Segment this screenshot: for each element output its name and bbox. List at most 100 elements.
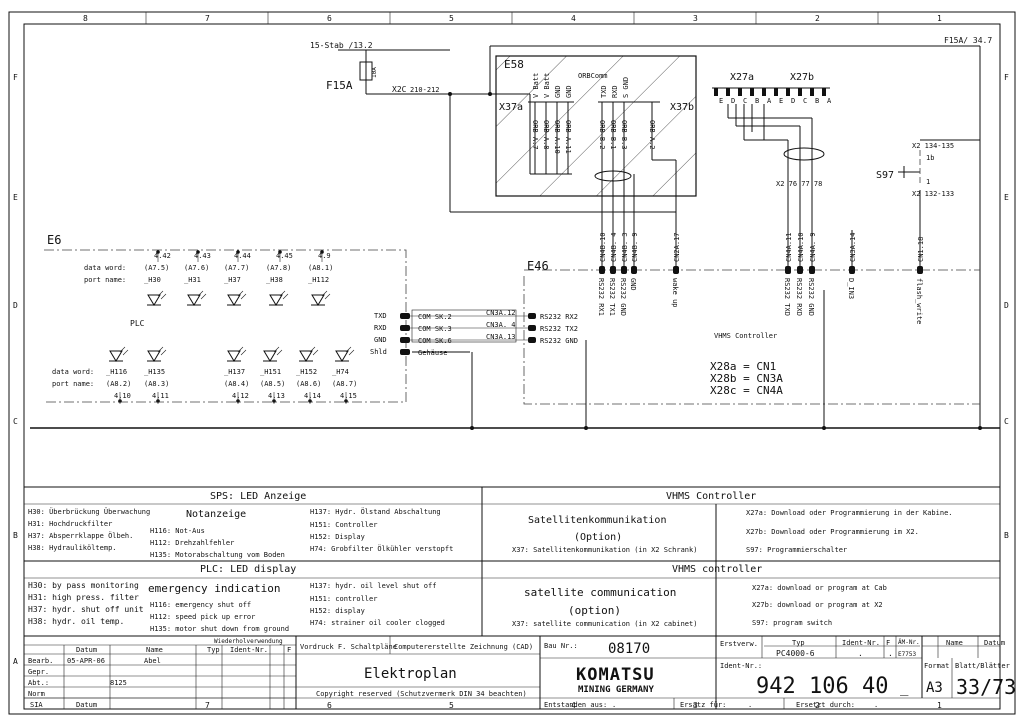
- svg-text:Entstanden aus:: Entstanden aus:: [544, 701, 607, 709]
- data-word: (A7.5): [144, 264, 169, 272]
- svg-text:Computererstellte Zeichnung (C: Computererstellte Zeichnung (CAD): [394, 643, 533, 651]
- svg-text:S GND: S GND: [622, 77, 630, 98]
- port-name: _H137: [224, 368, 245, 376]
- row-markers: F E D C B A F E D C B: [13, 73, 1009, 666]
- data-word-label: data word:: [84, 264, 126, 272]
- svg-text:A: A: [767, 97, 772, 105]
- svg-text:Abt.:: Abt.:: [28, 679, 49, 687]
- column-markers-bottom: 7 6 5 4 3 2 1: [205, 701, 942, 710]
- svg-text:CN2A.17: CN2A.17: [673, 232, 681, 262]
- rs232-pin: RS232 TX2: [528, 325, 578, 333]
- svg-text:H137: hydr. oil level shut off: H137: hydr. oil level shut off: [310, 582, 436, 590]
- data-word: (A8.7): [332, 380, 357, 388]
- svg-text:H38: Hydrauliköltemp.: H38: Hydrauliköltemp.: [28, 544, 117, 552]
- col-label: 7: [205, 14, 210, 23]
- x27-pin: [810, 88, 814, 96]
- column-markers-top: 8 7 6 5 4 3 2 1: [83, 12, 942, 24]
- led-icon: [147, 350, 161, 362]
- svg-text:CN3A.13: CN3A.13: [486, 333, 516, 341]
- x27-pin: [762, 88, 766, 96]
- svg-text:6: 6: [327, 701, 332, 710]
- svg-text:Bau Nr.:: Bau Nr.:: [544, 642, 578, 650]
- svg-text:H152: Display: H152: Display: [310, 533, 365, 541]
- led-ref: 4.10: [114, 392, 131, 400]
- x37a-pins: V Batt V Batt GND GND ORB-A.7 ORB-A.8 OR…: [528, 73, 574, 175]
- svg-text:Ersatz für:: Ersatz für:: [680, 701, 726, 709]
- svg-text:S97: program switch: S97: program switch: [752, 619, 832, 627]
- svg-text:7: 7: [205, 701, 210, 710]
- svg-text:Datum: Datum: [76, 646, 97, 654]
- x2-132-label: X2 132-133: [912, 190, 954, 198]
- svg-text:F: F: [287, 646, 291, 654]
- led-ref: 4.14: [304, 392, 321, 400]
- svg-text:RS232 RX1: RS232 RX1: [597, 278, 605, 316]
- svg-text:RS232 TX1: RS232 TX1: [608, 278, 616, 316]
- svg-text:GND: GND: [629, 278, 637, 291]
- vhms-controller-label: VHMS Controller: [714, 332, 777, 340]
- x27-pin: [798, 88, 802, 96]
- vhms-pin: CN3A.14D_IN3: [847, 230, 857, 299]
- svg-text:RS232 GND: RS232 GND: [619, 278, 627, 316]
- row-label: A: [13, 657, 18, 666]
- col-label: 2: [815, 14, 820, 23]
- svg-text:GND: GND: [374, 336, 387, 344]
- led-h74: _H74(A8.7)4.15: [332, 346, 357, 404]
- svg-text:Datum: Datum: [984, 639, 1005, 647]
- rs232-pin: RS232 RX2: [528, 313, 578, 321]
- svg-text:H112: Drehzahlfehler: H112: Drehzahlfehler: [150, 539, 234, 547]
- stab-ref: 15-Stab /13.2: [310, 41, 373, 50]
- legend-de-title-left: SPS: LED Anzeige: [210, 491, 306, 502]
- svg-text:05-APR-06: 05-APR-06: [67, 657, 105, 665]
- legend: SPS: LED Anzeige VHMS Controller PLC: LE…: [23, 486, 1001, 637]
- x27-pin: [726, 88, 730, 96]
- row-label: F: [1004, 73, 1009, 82]
- svg-text:Gepr.: Gepr.: [28, 668, 49, 676]
- svg-text:Notanzeige: Notanzeige: [186, 509, 246, 520]
- svg-text:Satellitenkommunikation: Satellitenkommunikation: [528, 515, 666, 526]
- svg-text:GND: GND: [565, 85, 573, 98]
- led-ref: 4.9: [318, 252, 331, 260]
- svg-text:CN3A.14: CN3A.14: [849, 232, 857, 262]
- rs232-pin: RS232 GND: [528, 337, 578, 345]
- svg-text:X27b: download or program at X: X27b: download or program at X2: [752, 601, 883, 609]
- col-label: 1: [937, 14, 942, 23]
- svg-text:RS232 TX2: RS232 TX2: [540, 325, 578, 333]
- x27-pin: [750, 88, 754, 96]
- svg-text:S97: Programmierschalter: S97: Programmierschalter: [746, 546, 847, 554]
- svg-text:H116: emergency shut off: H116: emergency shut off: [150, 601, 251, 609]
- legend-de: H30: Überbrückung Überwachung H31: Hochd…: [28, 507, 953, 559]
- x27-pin: [822, 88, 826, 96]
- svg-text:H37: Absperrklappe Ölbeh.: H37: Absperrklappe Ölbeh.: [28, 531, 133, 540]
- svg-text:A: A: [827, 97, 832, 105]
- svg-text:RS232 RX2: RS232 RX2: [540, 313, 578, 321]
- svg-text:E: E: [779, 97, 783, 105]
- port-name: _H112: [308, 276, 329, 284]
- svg-text:X27a: download or program at C: X27a: download or program at Cab: [752, 584, 887, 592]
- svg-text:Norm: Norm: [28, 690, 45, 698]
- e58-box: [495, 55, 697, 197]
- led-h31: 4.43(A7.6)_H31: [184, 250, 211, 306]
- led-h116: _H116(A8.2)4.10: [106, 346, 131, 404]
- led-row-bottom: _H116(A8.2)4.10_H135(A8.3)4.11_H137(A8.4…: [106, 346, 357, 404]
- svg-text:ORB-A.10: ORB-A.10: [553, 120, 561, 154]
- port-name-label: port name:: [52, 380, 94, 388]
- svg-text:F: F: [886, 639, 890, 647]
- svg-text:5: 5: [449, 701, 454, 710]
- svg-text:D: D: [791, 97, 795, 105]
- led-ref: 4.42: [154, 252, 171, 260]
- e6-plc: E6 PLC data word: port name: 4.42(A7.5)_…: [44, 233, 407, 404]
- s97-label: S97: [876, 170, 894, 181]
- row-label: E: [1004, 193, 1009, 202]
- led-icon: [263, 350, 277, 362]
- svg-text:H31: Hochdruckfilter: H31: Hochdruckfilter: [28, 520, 112, 528]
- row-label: B: [1004, 531, 1009, 540]
- svg-text:Vordruck F. Schaltpläne: Vordruck F. Schaltpläne: [300, 643, 397, 651]
